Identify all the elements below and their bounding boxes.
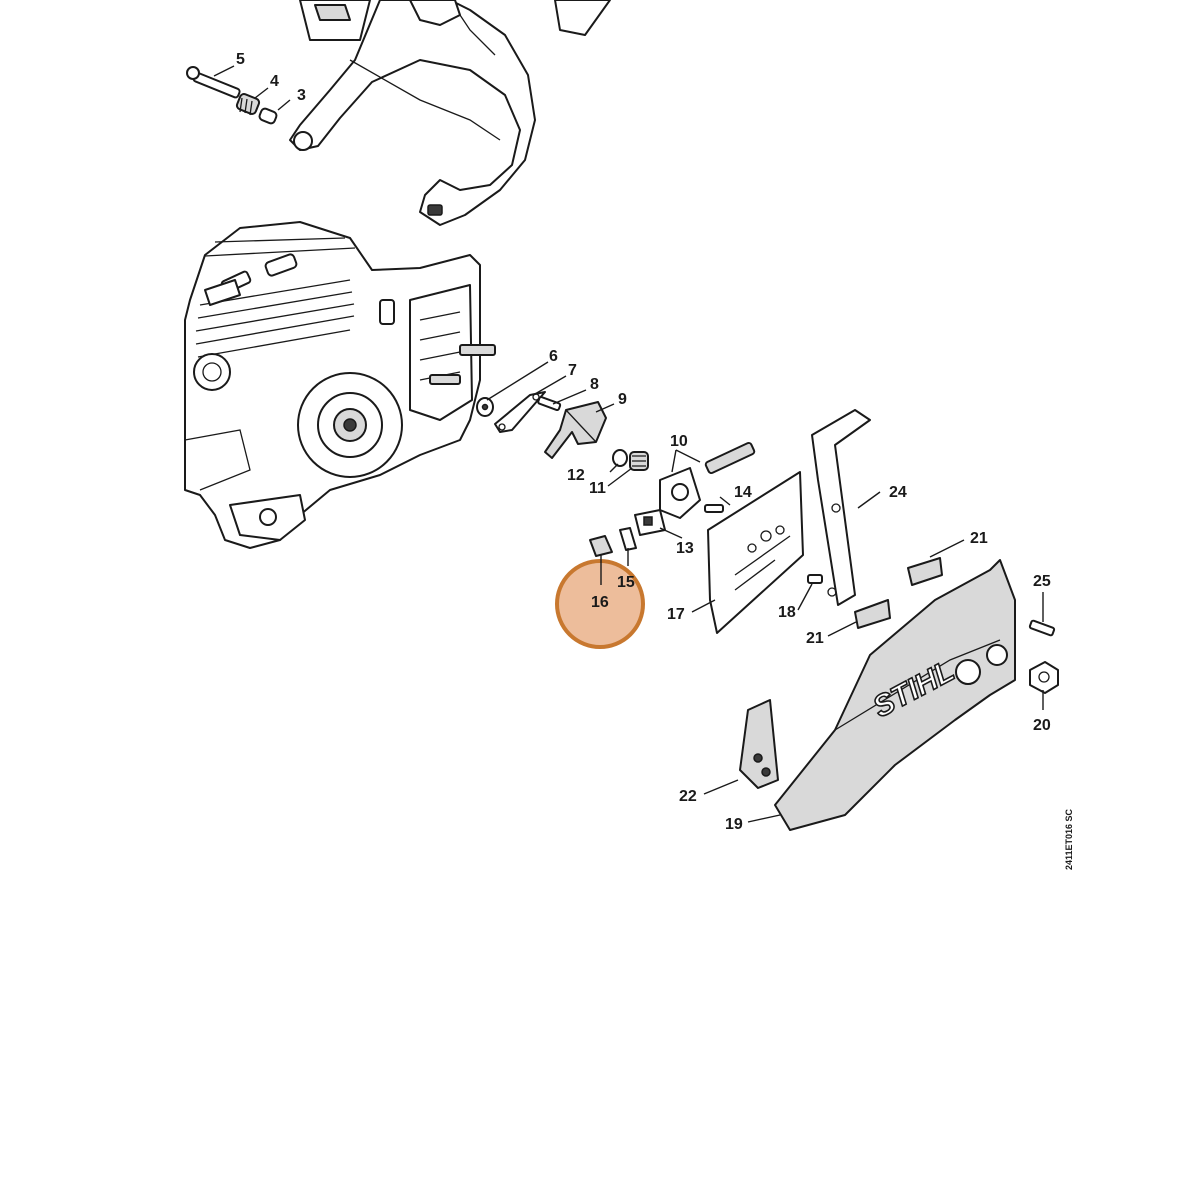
drawing-code: 2411ET016 SC [1064,808,1074,870]
callout-16[interactable]: 16 [591,594,609,611]
part-14-screw [704,504,724,513]
callout-24[interactable]: 24 [889,484,907,501]
callout-19[interactable]: 19 [725,816,743,833]
callout-21-top[interactable]: 21 [970,530,988,547]
part-9-chain-catcher [544,401,607,459]
leader-lines [213,65,1044,823]
part-6-washer [476,397,494,417]
engine-housing [184,221,496,549]
part-7-plate [494,391,546,433]
part-4-spring [235,93,261,116]
callout-8[interactable]: 8 [590,376,599,393]
callout-7[interactable]: 7 [568,362,577,379]
callout-10[interactable]: 10 [670,433,688,450]
callout-21-bottom[interactable]: 21 [806,630,824,647]
highlight-circle[interactable] [555,559,645,649]
part-5-bolt [186,66,241,99]
callout-4[interactable]: 4 [270,73,279,90]
part-19-sprocket-cover [774,559,1016,831]
callout-25[interactable]: 25 [1033,573,1051,590]
callout-5[interactable]: 5 [236,51,245,68]
part-11-gear [629,451,649,471]
part-13-slider [634,509,666,536]
part-22-bumper [739,699,779,789]
part-24-arm [811,409,871,606]
part-25-screw [1028,619,1056,637]
part-10-tensioner [659,441,756,519]
callout-labels: 3 4 5 6 7 8 9 10 11 12 13 14 15 16 17 18… [236,51,1051,833]
part-17-guide-plate [707,471,804,634]
callout-14[interactable]: 14 [734,484,752,501]
part-8-screw [537,396,562,412]
callout-12[interactable]: 12 [567,467,585,484]
part-18-screw [807,574,823,584]
callout-6[interactable]: 6 [549,348,558,365]
part-16-cap [589,535,613,557]
callout-3[interactable]: 3 [297,87,306,104]
part-20-nut [1029,661,1059,694]
rear-handle [289,0,611,226]
callout-15[interactable]: 15 [617,574,635,591]
part-3-bushing [258,107,278,125]
callout-18[interactable]: 18 [778,604,796,621]
part-21-insert-a [907,557,943,586]
callout-20[interactable]: 20 [1033,717,1051,734]
part-15-clip [619,527,637,551]
callout-9[interactable]: 9 [618,391,627,408]
callout-17[interactable]: 17 [667,606,685,623]
part-21-insert-b [854,599,891,629]
part-12-ring [612,449,628,467]
callout-11[interactable]: 11 [589,480,606,497]
callout-13[interactable]: 13 [676,540,694,557]
callout-22[interactable]: 22 [679,788,697,805]
